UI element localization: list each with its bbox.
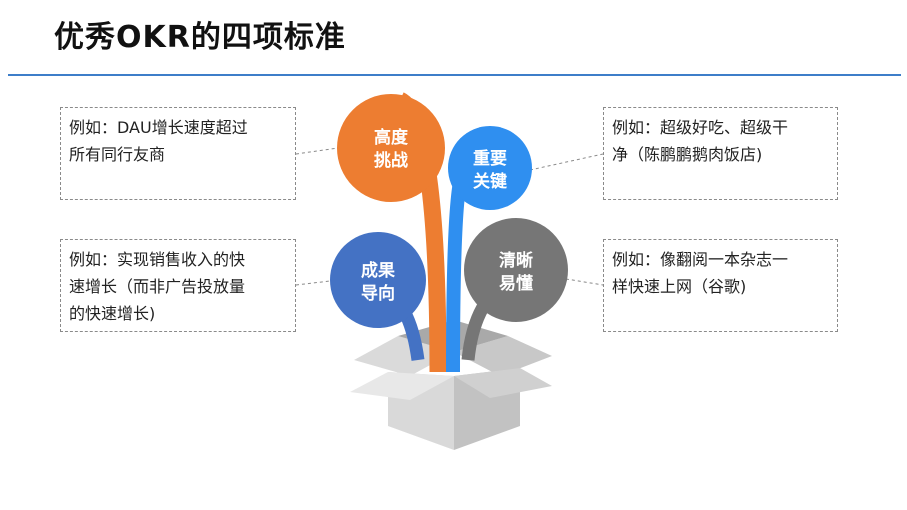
example-line: 净（陈鹏鹏鹅肉饭店): [612, 145, 763, 164]
example-box-challenge: 例如：DAU增长速度超过 所有同行友商: [60, 107, 296, 200]
example-line: 的快速增长): [69, 304, 156, 323]
box-front-right-flap: [454, 368, 552, 398]
page-title: 优秀OKR的四项标准: [54, 20, 346, 55]
circle-challenge: [337, 94, 445, 202]
label-result-line1: 成果: [361, 260, 395, 281]
example-line: 例如：像翻阅一本杂志一: [612, 250, 789, 269]
example-box-clear: 例如：像翻阅一本杂志一 样快速上网（谷歌): [603, 239, 838, 332]
example-box-important: 例如：超级好吃、超级干 净（陈鹏鹏鹅肉饭店): [603, 107, 838, 200]
example-line: 速增长（而非广告投放量: [69, 277, 246, 296]
circle-clear: [464, 218, 568, 322]
circle-result: [330, 232, 426, 328]
example-line: 样快速上网（谷歌): [612, 277, 747, 296]
connector-challenge: [295, 147, 339, 155]
label-important-line2: 关键: [473, 171, 507, 192]
label-challenge-line2: 挑战: [374, 150, 408, 171]
box-back-left-flap: [354, 336, 454, 376]
example-box-result: 例如：实现销售收入的快 速增长（而非广告投放量 的快速增长): [60, 239, 296, 332]
example-line: 例如：超级好吃、超级干: [612, 118, 789, 137]
label-clear-line2: 易懂: [499, 273, 533, 294]
label-result-line2: 导向: [361, 283, 395, 304]
circle-important: [448, 126, 532, 210]
label-important-line1: 重要: [473, 148, 507, 169]
connector-important: [529, 153, 604, 171]
label-challenge-line1: 高度: [374, 127, 409, 148]
example-line: 例如：实现销售收入的快: [69, 250, 246, 269]
example-line: 所有同行友商: [69, 145, 166, 164]
label-clear-line1: 清晰: [499, 250, 533, 271]
box-back-right-flap: [454, 336, 552, 376]
box-front-left-flap: [350, 372, 454, 400]
example-line: 例如：DAU增长速度超过: [69, 118, 248, 137]
title-divider: [8, 74, 901, 76]
connector-result: [295, 280, 331, 286]
